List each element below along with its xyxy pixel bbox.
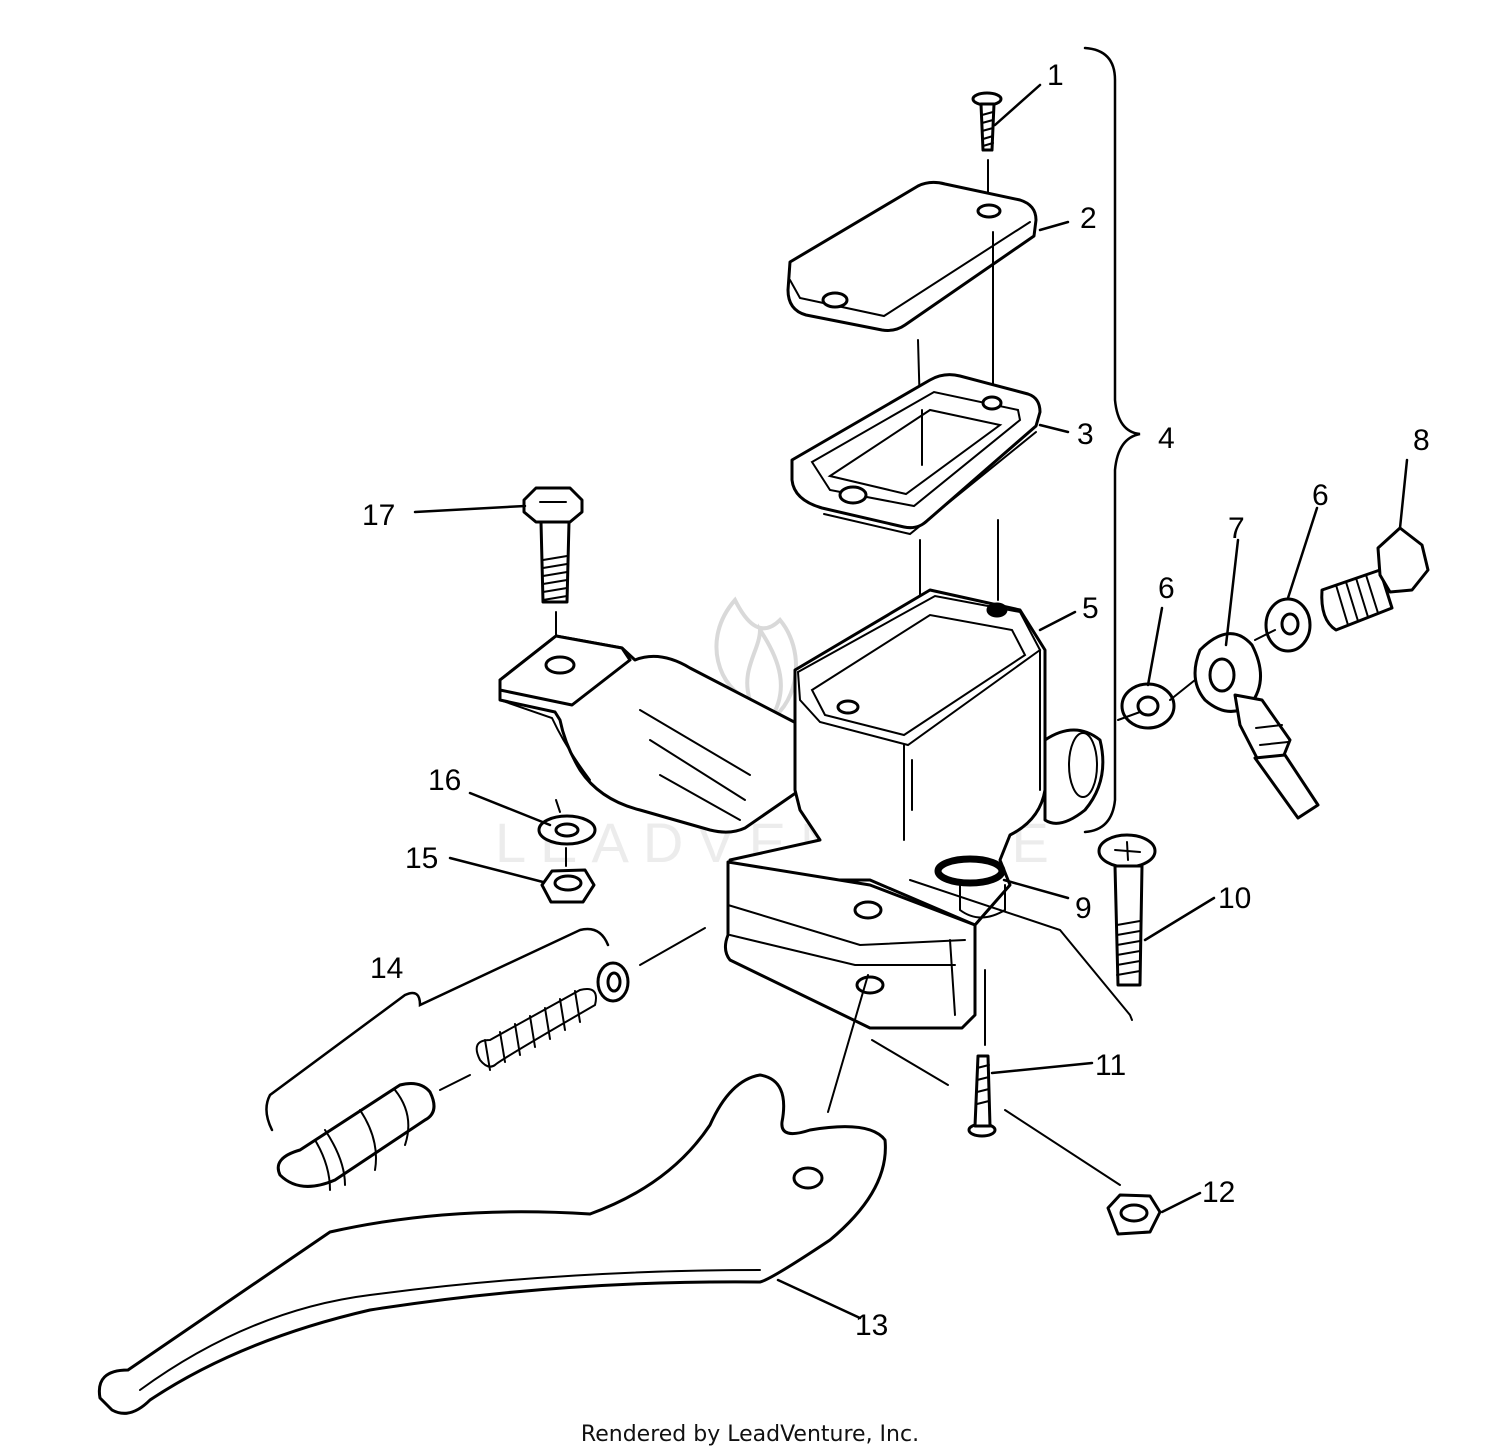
callout-13: 13 [855, 1309, 888, 1342]
lock-nut [1106, 1193, 1162, 1236]
sealing-washer-left [1120, 682, 1176, 730]
callout-6-left: 6 [1158, 572, 1175, 605]
callout-5: 5 [1082, 592, 1099, 625]
callout-16: 16 [428, 764, 461, 797]
pivot-bolt [1097, 833, 1157, 987]
brake-lever [97, 1073, 887, 1415]
callout-11: 11 [1095, 1049, 1126, 1082]
banjo-bolt [1320, 526, 1430, 632]
o-ring [934, 855, 1006, 919]
callout-12: 12 [1202, 1176, 1235, 1209]
footer-credit: Rendered by LeadVenture, Inc. [580, 1422, 920, 1447]
leader-lines [413, 83, 1409, 1320]
hex-nut [540, 868, 596, 904]
callout-1: 1 [1047, 59, 1064, 92]
callout-9: 9 [1075, 892, 1092, 925]
callout-4: 4 [1158, 422, 1175, 455]
callout-6-right: 6 [1312, 479, 1329, 512]
callout-2: 2 [1080, 202, 1097, 235]
lower-screw [967, 1054, 997, 1138]
callout-10: 10 [1218, 882, 1251, 915]
lever-mount-flange [723, 860, 977, 1030]
callout-15: 15 [405, 842, 438, 875]
assembly-bracket [1083, 46, 1141, 834]
clamp-bolt [522, 486, 584, 656]
banjo-fitting-hose [1193, 632, 1320, 820]
master-cylinder-body [728, 588, 1105, 927]
alignment-lines [439, 629, 1276, 1186]
callout-numbers: 1 2 3 4 5 6 6 7 8 9 10 11 12 13 14 15 16… [362, 59, 1430, 1342]
piston-kit [265, 927, 630, 1191]
callout-3: 3 [1077, 418, 1094, 451]
callout-17: 17 [362, 499, 395, 532]
sealing-washer-right [1264, 597, 1312, 653]
flat-washer [537, 814, 597, 846]
reservoir-cap [786, 180, 1038, 411]
handlebar-clamp [498, 634, 802, 834]
cover-screw [971, 91, 1003, 201]
callout-7: 7 [1228, 512, 1245, 545]
callout-14: 14 [370, 952, 403, 985]
callout-8: 8 [1413, 424, 1430, 457]
